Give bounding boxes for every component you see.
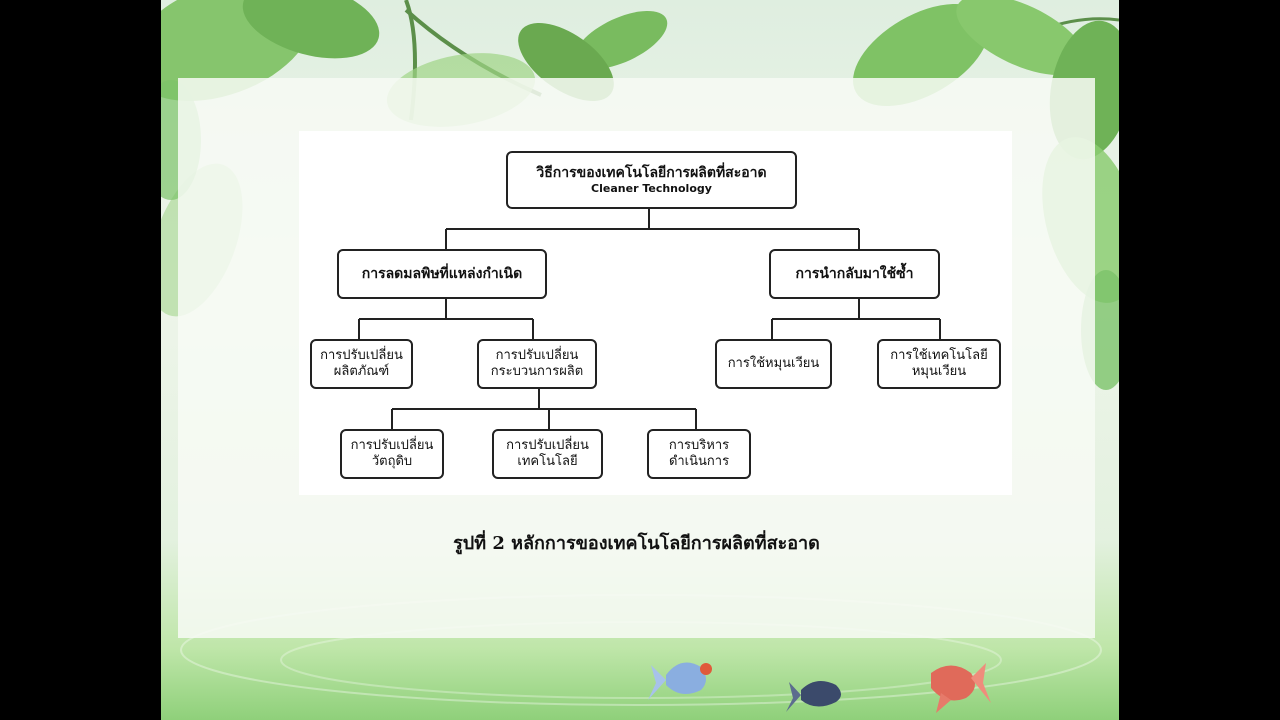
node-product-change: การปรับเปลี่ยน ผลิตภัณฑ์ (310, 339, 413, 389)
node-recycling: การใช้หมุนเวียน (715, 339, 832, 389)
node-recycling-technology: การใช้เทคโนโลยี หมุนเวียน (877, 339, 1001, 389)
figure-caption: รูปที่ 2 หลักการของเทคโนโลยีการผลิตที่สะ… (453, 533, 820, 554)
node-source-reduction-label: การลดมลพิษที่แหล่งกำเนิด (361, 265, 523, 282)
node-technology-change: การปรับเปลี่ยน เทคโนโลยี (492, 429, 603, 479)
node-process-change: การปรับเปลี่ยน กระบวนการผลิต (477, 339, 597, 389)
node-root-subtitle: Cleaner Technology (591, 181, 712, 195)
node-root: วิธีการของเทคโนโลยีการผลิตที่สะอาด Clean… (506, 151, 797, 209)
node-reuse: การนำกลับมาใช้ซ้ำ (769, 249, 940, 299)
node-reuse-label: การนำกลับมาใช้ซ้ำ (795, 265, 914, 282)
node-process-change-line1: การปรับเปลี่ยน (495, 348, 579, 364)
node-process-change-line2: กระบวนการผลิต (490, 364, 584, 379)
content-panel: วิธีการของเทคโนโลยีการผลิตที่สะอาด Clean… (178, 78, 1095, 638)
node-operation-management-line1: การบริหาร (668, 438, 730, 454)
node-root-title: วิธีการของเทคโนโลยีการผลิตที่สะอาด (536, 165, 767, 181)
node-recycling-technology-line2: หมุนเวียน (911, 364, 967, 379)
connector-lines (358, 209, 941, 429)
node-source-reduction: การลดมลพิษที่แหล่งกำเนิด (337, 249, 547, 299)
node-technology-change-line1: การปรับเปลี่ยน (506, 438, 589, 454)
slide-background: วิธีการของเทคโนโลยีการผลิตที่สะอาด Clean… (161, 0, 1119, 720)
node-operation-management: การบริหาร ดำเนินการ (647, 429, 751, 479)
node-raw-material-change-line1: การปรับเปลี่ยน (350, 438, 434, 454)
org-chart-diagram: วิธีการของเทคโนโลยีการผลิตที่สะอาด Clean… (299, 131, 1012, 495)
node-product-change-line2: ผลิตภัณฑ์ (333, 364, 390, 379)
node-recycling-technology-line1: การใช้เทคโนโลยี (890, 348, 988, 364)
node-product-change-line1: การปรับเปลี่ยน (320, 348, 403, 364)
node-raw-material-change-line2: วัตถุดิบ (371, 454, 413, 469)
node-recycling-label: การใช้หมุนเวียน (727, 356, 820, 372)
node-raw-material-change: การปรับเปลี่ยน วัตถุดิบ (340, 429, 444, 479)
fish-decoration (648, 662, 991, 713)
node-technology-change-line2: เทคโนโลยี (517, 454, 578, 469)
node-operation-management-line2: ดำเนินการ (668, 454, 730, 469)
